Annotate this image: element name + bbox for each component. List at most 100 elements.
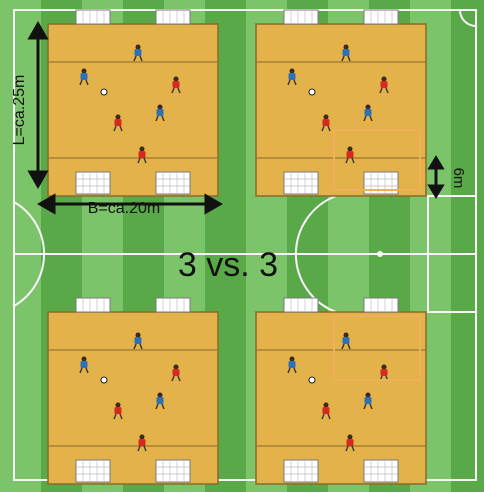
width-arrow-head-right [204, 193, 224, 215]
player-shirt [322, 407, 330, 414]
ball-icon [308, 376, 316, 384]
player-leg [293, 367, 297, 374]
player-leg [137, 445, 141, 452]
player-leg [327, 125, 331, 132]
player-shirt [138, 151, 146, 158]
player-leg [143, 445, 147, 452]
player-shirt [342, 337, 350, 344]
player-head [347, 146, 353, 152]
goal-top [75, 9, 111, 25]
player-blue [79, 68, 89, 86]
player-leg [351, 445, 355, 452]
player-blue [341, 332, 351, 350]
goal-top [155, 9, 191, 25]
field-bottom-left [47, 297, 219, 485]
player-head [135, 44, 141, 50]
player-shirt [380, 369, 388, 376]
field-top-left [47, 9, 219, 197]
player-head [157, 104, 163, 110]
player-leg [139, 343, 143, 350]
player-shirt [364, 397, 372, 404]
player-head [173, 364, 179, 370]
goal-top [363, 9, 399, 25]
player-shirt [80, 361, 88, 368]
player-head [289, 68, 295, 74]
player-shirt [346, 151, 354, 158]
grass-stripe [451, 0, 484, 492]
player-leg [363, 403, 367, 410]
zone-arrow-head-top [427, 155, 445, 170]
player-head [139, 434, 145, 440]
ball-icon [100, 376, 108, 384]
player-leg [113, 125, 117, 132]
ball-icon [308, 88, 316, 96]
player-blue [341, 44, 351, 62]
player-leg [155, 403, 159, 410]
player-leg [341, 343, 345, 350]
player-shirt [172, 369, 180, 376]
player-red [137, 434, 147, 452]
goal-bottom [155, 459, 191, 483]
small-fields [47, 9, 427, 485]
player-leg [133, 343, 137, 350]
length-arrow-head-bottom [27, 170, 49, 190]
player-leg [345, 445, 349, 452]
player-leg [351, 157, 355, 164]
player-leg [369, 115, 373, 122]
player-leg [385, 87, 389, 94]
goal-top [75, 297, 111, 313]
player-leg [161, 115, 165, 122]
player-leg [119, 125, 123, 132]
player-shirt [380, 81, 388, 88]
player-leg [327, 413, 331, 420]
player-blue [133, 44, 143, 62]
player-blue [79, 356, 89, 374]
zone-label: 6m [450, 168, 467, 189]
player-leg [369, 403, 373, 410]
player-head [343, 332, 349, 338]
player-leg [79, 367, 83, 374]
player-head [365, 392, 371, 398]
player-blue [363, 104, 373, 122]
player-blue [287, 356, 297, 374]
width-arrow-head-left [36, 193, 56, 215]
goal-top [155, 297, 191, 313]
player-shirt [114, 119, 122, 126]
player-head [81, 356, 87, 362]
goal-bottom [363, 459, 399, 483]
player-red [113, 114, 123, 132]
player-leg [85, 367, 89, 374]
zone-outlines [333, 129, 421, 381]
player-leg [177, 87, 181, 94]
player-blue [287, 68, 297, 86]
player-head [381, 364, 387, 370]
player-head [115, 402, 121, 408]
player-leg [341, 55, 345, 62]
player-blue [155, 104, 165, 122]
player-shirt [156, 397, 164, 404]
ball-icon [100, 88, 108, 96]
player-leg [321, 125, 325, 132]
width-label: B=ca.20m [88, 200, 160, 217]
player-leg [137, 157, 141, 164]
player-blue [133, 332, 143, 350]
player-leg [287, 367, 291, 374]
pitch-markings [13, 9, 477, 481]
zone-bottom-right [333, 315, 421, 381]
player-head [157, 392, 163, 398]
player-leg [287, 79, 291, 86]
length-arrow-head-top [27, 20, 49, 40]
player-blue [155, 392, 165, 410]
player-blue [363, 392, 373, 410]
goal-bottom [363, 171, 399, 195]
player-head [173, 76, 179, 82]
player-red [321, 402, 331, 420]
penalty-spot [377, 251, 383, 257]
player-shirt [342, 49, 350, 56]
dimension-arrows [27, 20, 445, 215]
goal-bottom [283, 171, 319, 195]
player-shirt [138, 439, 146, 446]
player-head [343, 44, 349, 50]
